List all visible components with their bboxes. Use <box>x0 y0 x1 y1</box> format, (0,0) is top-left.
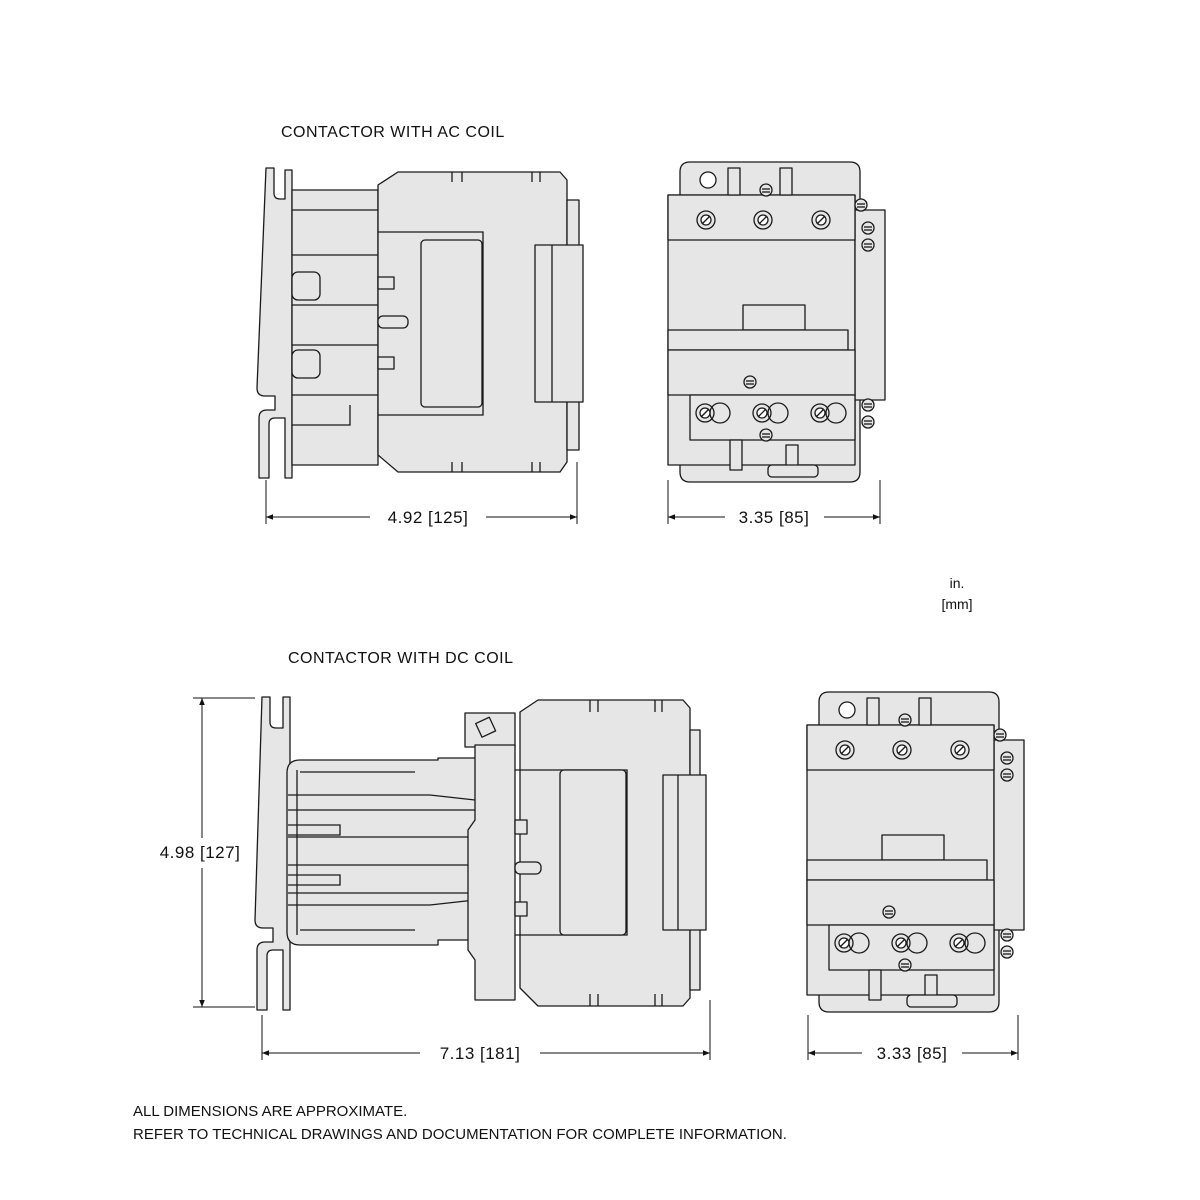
base-block <box>291 189 379 466</box>
arc-chute-housing <box>286 757 479 946</box>
dc-side-width-label: 7.13 [181] <box>440 1044 521 1063</box>
dc-front-width-dimension: 3.33 [85] <box>807 1015 1019 1063</box>
ac-section-title: CONTACTOR WITH AC COIL <box>281 124 505 141</box>
ac-side-view <box>256 167 584 479</box>
coil-window <box>559 769 627 936</box>
dc-height-label: 4.98 [127] <box>160 843 241 862</box>
dc-side-view <box>254 696 707 1011</box>
note-refer-documentation: REFER TO TECHNICAL DRAWINGS AND DOCUMENT… <box>133 1126 787 1143</box>
units-primary: in. <box>950 575 965 591</box>
note-approximate: ALL DIMENSIONS ARE APPROXIMATE. <box>133 1103 407 1120</box>
coil-window <box>420 239 483 408</box>
units-secondary: [mm] <box>941 596 972 612</box>
front-pad <box>534 244 584 403</box>
ac-front-width-label: 3.35 [85] <box>739 508 810 527</box>
coil-adapter-plate <box>467 744 516 1001</box>
ac-front-view <box>668 162 885 482</box>
dc-side-width-dimension: 7.13 [181] <box>261 1000 711 1063</box>
front-pad <box>662 774 707 931</box>
dc-height-dimension: 4.98 [127] <box>160 697 255 1008</box>
ac-side-width-dimension: 4.92 [125] <box>265 462 578 527</box>
din-rail-bracket <box>254 696 291 1011</box>
ac-front-width-dimension: 3.35 [85] <box>667 480 881 527</box>
dc-front-view <box>807 692 1024 1012</box>
din-rail-bracket <box>256 167 293 479</box>
dc-section-title: CONTACTOR WITH DC COIL <box>288 650 514 667</box>
dc-front-width-label: 3.33 [85] <box>877 1044 948 1063</box>
ac-side-width-label: 4.92 [125] <box>388 508 469 527</box>
